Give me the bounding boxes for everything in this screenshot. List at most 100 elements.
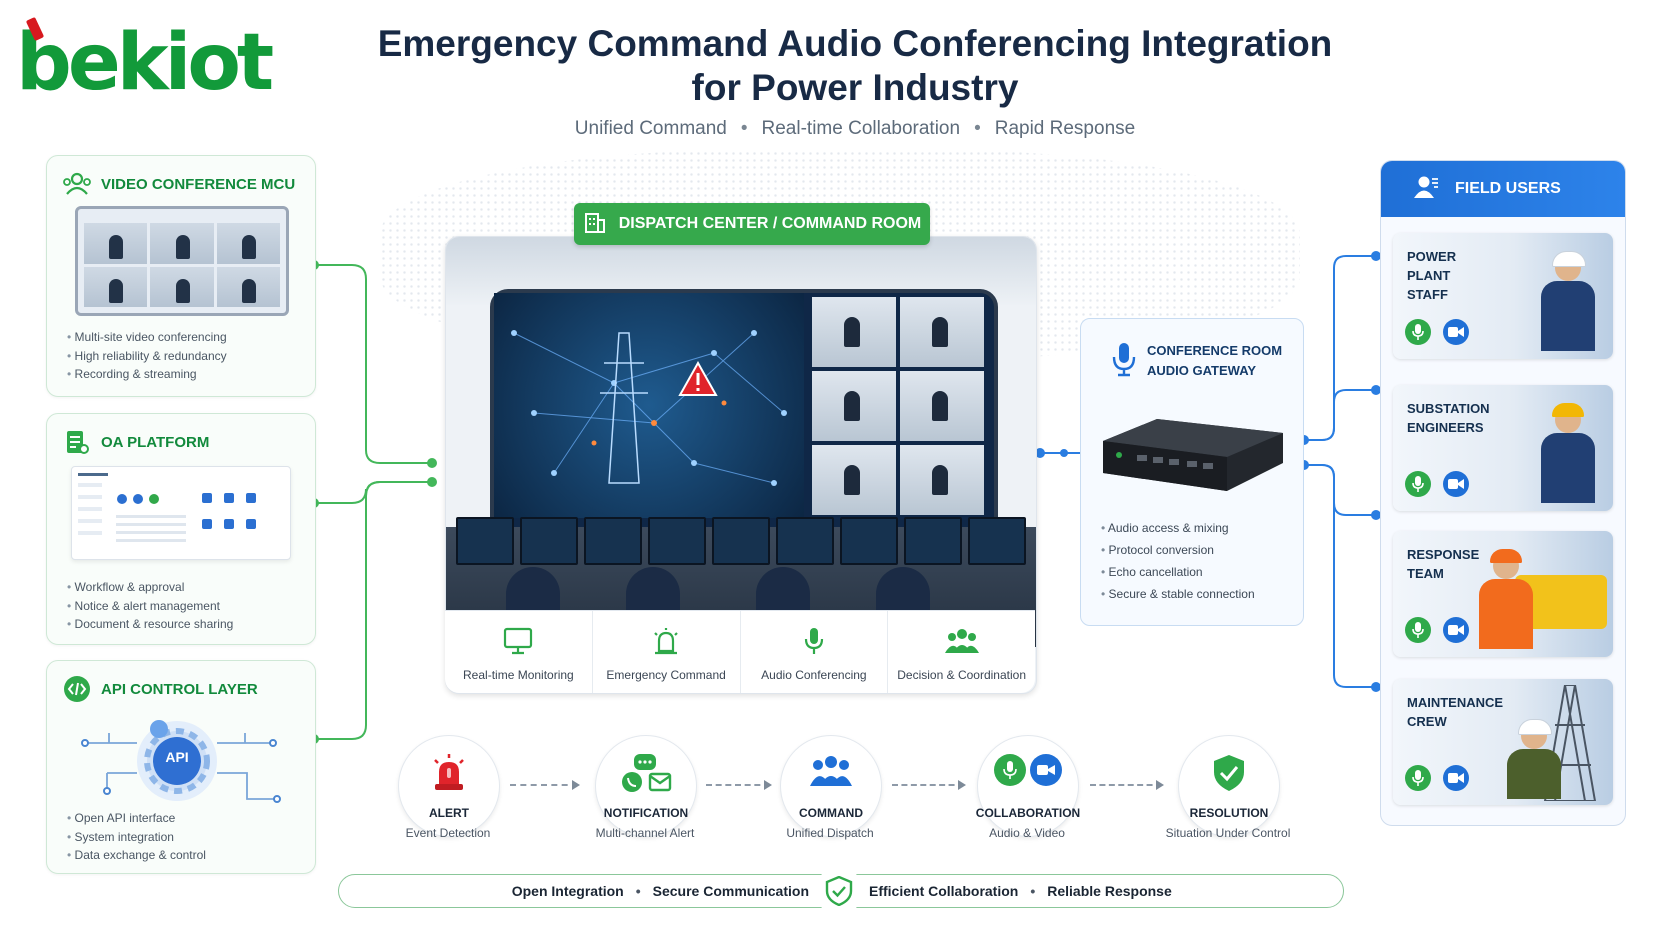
footer-item: Reliable Response xyxy=(1047,883,1172,899)
mcu-screen-illustration xyxy=(75,206,289,316)
feature-label: Real-time Monitoring xyxy=(463,668,574,682)
step-subtitle: Audio & Video xyxy=(989,826,1065,840)
worker-illustration xyxy=(1477,549,1535,649)
monitor-icon xyxy=(503,627,533,658)
list-item: Recording & streaming xyxy=(67,365,227,384)
gateway-header: CONFERENCE ROOM AUDIO GATEWAY xyxy=(1111,341,1282,383)
audio-call-button[interactable] xyxy=(1405,617,1431,643)
chat-icon xyxy=(620,754,672,799)
alert-warning-icon xyxy=(678,360,718,402)
feature-audio-conferencing: Audio Conferencing xyxy=(741,611,889,693)
video-call-button[interactable] xyxy=(1443,617,1469,643)
oa-platform-panel: OA PLATFORM Workflow & approval Notice &… xyxy=(46,413,316,645)
page-subtitle: Unified Command•Real-time Collaboration•… xyxy=(574,118,1136,139)
alarm-icon xyxy=(651,627,681,658)
api-title: API CONTROL LAYER xyxy=(101,680,258,698)
step-title: ALERT xyxy=(429,806,469,820)
subtitle-item: Unified Command xyxy=(574,118,727,139)
subtitle-item: Real-time Collaboration xyxy=(761,118,961,139)
microphone-icon xyxy=(994,754,1026,786)
building-icon xyxy=(583,210,607,239)
subtitle-item: Rapid Response xyxy=(994,118,1136,139)
shield-check-icon xyxy=(1212,754,1246,797)
feature-emergency-command: Emergency Command xyxy=(593,611,741,693)
footer-banner: Open Integration • Secure Communication … xyxy=(338,867,1344,915)
siren-icon xyxy=(432,754,466,797)
list-item: Workflow & approval xyxy=(67,578,233,597)
audio-call-button[interactable] xyxy=(1405,765,1431,791)
api-gear-illustration xyxy=(81,720,281,803)
list-item: Echo cancellation xyxy=(1101,561,1255,583)
feature-label: Emergency Command xyxy=(606,668,726,682)
footer-item: Open Integration xyxy=(511,883,624,899)
workflow-step-alert: ALERT xyxy=(398,735,500,837)
audio-call-button[interactable] xyxy=(1405,319,1431,345)
audio-gateway-panel: CONFERENCE ROOM AUDIO GATEWAY Audio acce… xyxy=(1080,318,1304,626)
step-title: COLLABORATION xyxy=(975,806,1081,820)
list-item: System integration xyxy=(67,828,206,847)
api-feature-list: Open API interface System integration Da… xyxy=(67,809,206,865)
page-title: Emergency Command Audio Conferencing Int… xyxy=(340,22,1370,110)
dispatch-center-badge: DISPATCH CENTER / COMMAND ROOM xyxy=(574,203,930,245)
mcu-title: VIDEO CONFERENCE MCU xyxy=(101,175,296,193)
api-header: API CONTROL LAYER xyxy=(63,675,258,703)
feature-decision-coordination: Decision & Coordination xyxy=(888,611,1035,693)
step-title: RESOLUTION xyxy=(1189,806,1269,820)
step-subtitle: Multi-channel Alert xyxy=(595,826,695,840)
oa-header: OA PLATFORM xyxy=(63,428,209,456)
api-control-layer-panel: API CONTROL LAYER API Open API interface… xyxy=(46,660,316,874)
workflow-step-command: COMMAND xyxy=(780,735,882,837)
mcu-header: VIDEO CONFERENCE MCU xyxy=(63,170,295,198)
flow-arrow xyxy=(706,780,772,790)
gateway-device-illustration xyxy=(1103,419,1283,491)
video-call-button[interactable] xyxy=(1443,765,1469,791)
gateway-title-line-2: AUDIO GATEWAY xyxy=(1147,363,1257,378)
step-title: NOTIFICATION xyxy=(603,806,689,820)
feature-realtime-monitoring: Real-time Monitoring xyxy=(445,611,593,693)
dispatch-badge-label: DISPATCH CENTER / COMMAND ROOM xyxy=(618,215,922,232)
oa-screen-illustration xyxy=(71,466,291,560)
logo: bekiot xyxy=(16,16,296,108)
worker-illustration xyxy=(1539,251,1597,351)
video-feeds-grid xyxy=(812,297,984,515)
audio-call-button[interactable] xyxy=(1405,471,1431,497)
list-item: Notice & alert management xyxy=(67,597,233,616)
flow-arrow xyxy=(510,780,580,790)
worker-illustration xyxy=(1505,719,1563,799)
document-icon xyxy=(63,428,91,456)
microphone-icon xyxy=(799,627,829,658)
shield-check-icon xyxy=(815,867,863,915)
list-item: Protocol conversion xyxy=(1101,539,1255,561)
footer-item: Secure Communication xyxy=(652,883,809,899)
team-icon xyxy=(944,627,979,658)
gateway-feature-list: Audio access & mixing Protocol conversio… xyxy=(1101,517,1255,605)
flow-arrow xyxy=(892,780,966,790)
logo-text: bekiot xyxy=(16,18,274,108)
video-call-button[interactable] xyxy=(1443,471,1469,497)
video-call-button[interactable] xyxy=(1443,319,1469,345)
list-item: Secure & stable connection xyxy=(1101,583,1255,605)
dispatch-feature-bar: Real-time Monitoring Emergency Command A… xyxy=(445,610,1035,693)
mcu-feature-list: Multi-site video conferencing High relia… xyxy=(67,328,227,384)
list-item: Open API interface xyxy=(67,809,206,828)
video-conference-mcu-panel: VIDEO CONFERENCE MCU Multi-site video co… xyxy=(46,155,316,397)
feature-label: Decision & Coordination xyxy=(897,668,1026,682)
step-subtitle: Situation Under Control xyxy=(1165,826,1291,840)
oa-title: OA PLATFORM xyxy=(101,433,210,451)
list-item: Document & resource sharing xyxy=(67,615,234,634)
step-title: COMMAND xyxy=(799,806,863,820)
footer-item: Efficient Collaboration xyxy=(869,883,1019,899)
field-users-header: FIELD USERS xyxy=(1381,161,1625,217)
code-icon xyxy=(63,675,91,703)
step-subtitle: Unified Dispatch xyxy=(786,826,874,840)
list-item: Audio access & mixing xyxy=(1101,517,1255,539)
